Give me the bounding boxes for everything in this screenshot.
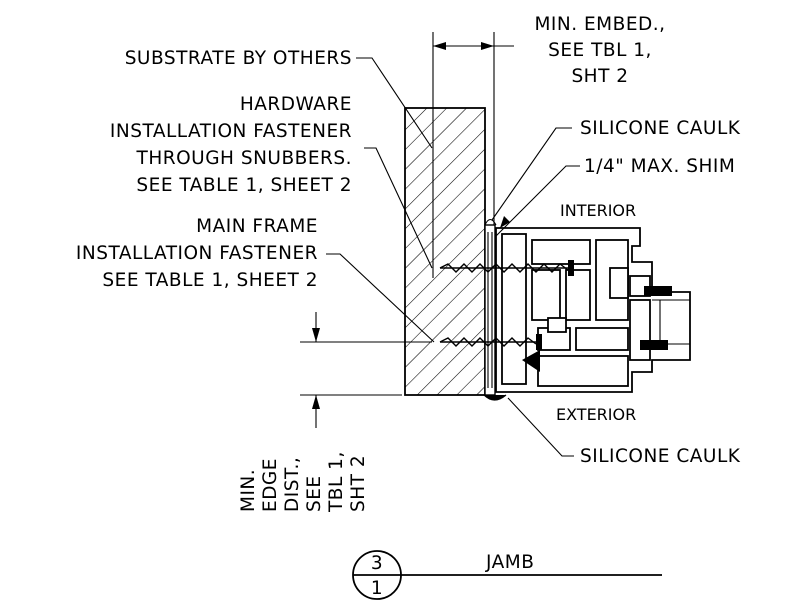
min-edge-line-3: DIST., bbox=[282, 457, 303, 512]
main-frame-line-3: SEE TABLE 1, SHEET 2 bbox=[102, 270, 318, 291]
label-substrate: SUBSTRATE BY OTHERS bbox=[125, 48, 352, 69]
label-min-embed: MIN. EMBED., SEE TBL 1, SHT 2 bbox=[534, 14, 665, 87]
main-frame-line-2: INSTALLATION FASTENER bbox=[76, 243, 318, 264]
min-edge-line-6: SHT 2 bbox=[348, 455, 369, 512]
min-embed-line-3: SHT 2 bbox=[571, 66, 628, 87]
hardware-line-3: THROUGH SNUBBERS. bbox=[136, 148, 352, 169]
hardware-line-4: SEE TABLE 1, SHEET 2 bbox=[136, 175, 352, 196]
min-embed-dimension bbox=[432, 32, 514, 278]
label-exterior: EXTERIOR bbox=[556, 405, 636, 424]
section-title: JAMB bbox=[485, 552, 534, 573]
label-min-edge: MIN. EDGE DIST., SEE TBL 1, SHT 2 bbox=[238, 451, 369, 513]
section-marker: 3 1 JAMB bbox=[352, 550, 662, 600]
min-edge-dimension bbox=[300, 312, 432, 428]
min-edge-line-4: SEE bbox=[304, 475, 325, 512]
window-frame-profile bbox=[495, 227, 691, 393]
hardware-fastener bbox=[439, 260, 574, 276]
label-interior: INTERIOR bbox=[560, 201, 636, 220]
sheet-number: 1 bbox=[371, 578, 383, 599]
min-embed-line-2: SEE TBL 1, bbox=[548, 40, 652, 61]
hardware-line-2: INSTALLATION FASTENER bbox=[110, 121, 352, 142]
min-edge-line-2: EDGE bbox=[260, 458, 281, 512]
shim-strip bbox=[483, 218, 507, 401]
min-edge-line-5: TBL 1, bbox=[326, 451, 347, 513]
main-frame-fastener bbox=[439, 334, 542, 350]
leader-lines bbox=[326, 57, 580, 457]
main-frame-line-1: MAIN FRAME bbox=[196, 216, 318, 237]
min-embed-line-1: MIN. EMBED., bbox=[534, 14, 665, 35]
label-main-frame-fastener: MAIN FRAME INSTALLATION FASTENER SEE TAB… bbox=[76, 216, 318, 291]
label-hardware-fastener: HARDWARE INSTALLATION FASTENER THROUGH S… bbox=[110, 94, 352, 196]
hardware-line-1: HARDWARE bbox=[240, 94, 352, 115]
min-edge-line-1: MIN. bbox=[238, 469, 259, 512]
label-shim: 1/4" MAX. SHIM bbox=[584, 156, 735, 177]
label-silicone-caulk-bottom: SILICONE CAULK bbox=[580, 446, 741, 467]
detail-number: 3 bbox=[371, 553, 383, 574]
substrate-block bbox=[404, 107, 486, 396]
label-silicone-caulk-top: SILICONE CAULK bbox=[580, 118, 741, 139]
